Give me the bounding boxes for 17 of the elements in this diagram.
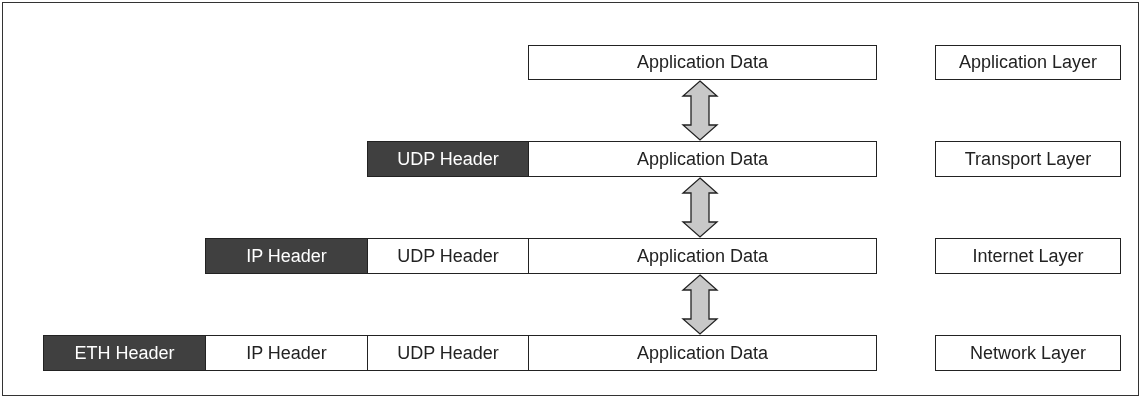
double-arrow xyxy=(681,80,719,141)
data-field: Application Data xyxy=(528,238,877,274)
data-field: IP Header xyxy=(205,335,368,371)
layer-label: Application Layer xyxy=(935,45,1121,80)
data-field: UDP Header xyxy=(367,335,529,371)
layer-label: Network Layer xyxy=(935,335,1121,371)
layer-label: Internet Layer xyxy=(935,238,1121,274)
header-field: ETH Header xyxy=(43,335,206,371)
double-arrow xyxy=(681,177,719,238)
double-arrow xyxy=(681,274,719,335)
header-field: UDP Header xyxy=(367,141,529,177)
header-field: IP Header xyxy=(205,238,368,274)
data-field: Application Data xyxy=(528,45,877,80)
layer-label: Transport Layer xyxy=(935,141,1121,177)
data-field: Application Data xyxy=(528,141,877,177)
data-field: UDP Header xyxy=(367,238,529,274)
data-field: Application Data xyxy=(528,335,877,371)
